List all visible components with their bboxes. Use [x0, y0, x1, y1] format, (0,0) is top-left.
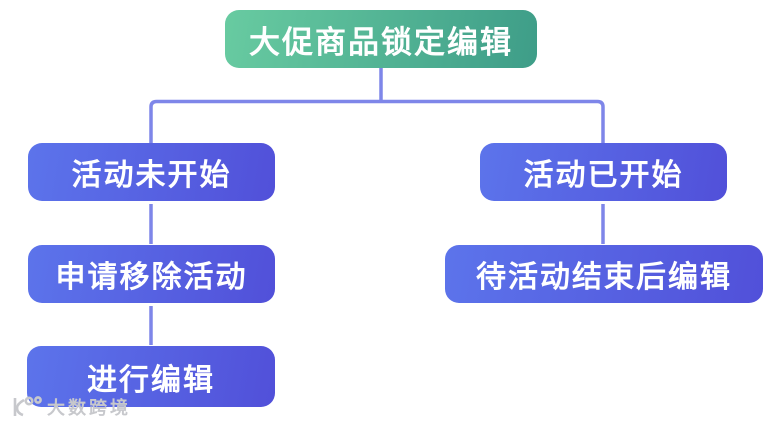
node-apply-remove-activity-label: 申请移除活动 [55, 261, 248, 294]
connector-branch-tee [149, 99, 605, 143]
node-activity-not-started: 活动未开始 [28, 143, 275, 201]
node-proceed-edit-label: 进行编辑 [87, 363, 215, 397]
node-activity-started: 活动已开始 [480, 143, 727, 201]
watermark-text: 大数跨境 [47, 398, 131, 418]
node-edit-after-activity-ends-label: 待活动结束后编辑 [476, 261, 732, 294]
brand-logo-icon [12, 396, 42, 418]
node-apply-remove-activity: 申请移除活动 [28, 245, 275, 303]
node-edit-after-activity-ends: 待活动结束后编辑 [445, 245, 763, 303]
node-activity-started-label: 活动已开始 [523, 159, 684, 192]
node-root-title: 大促商品锁定编辑 [225, 10, 537, 68]
node-proceed-edit: 进行编辑 [27, 346, 275, 407]
node-activity-not-started-label: 活动未开始 [71, 159, 232, 192]
node-root-label: 大促商品锁定编辑 [249, 24, 513, 60]
watermark: 大数跨境 [12, 394, 131, 420]
